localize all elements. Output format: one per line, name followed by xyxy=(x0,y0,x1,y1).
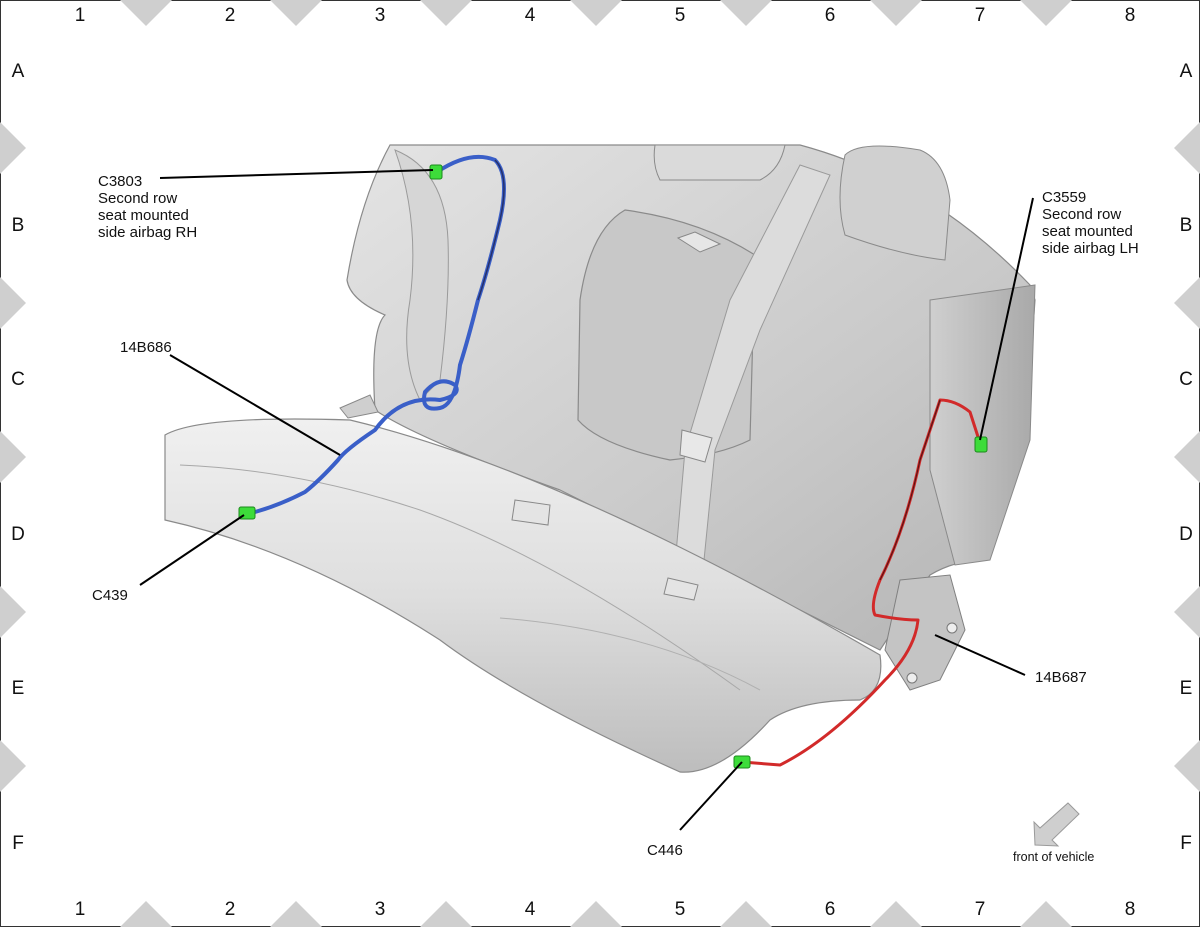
seat-cushion xyxy=(164,418,882,773)
leader-c3559 xyxy=(979,197,1034,441)
belt-buckle xyxy=(679,429,713,463)
grid-col-label: 2 xyxy=(225,5,236,26)
callout-14b686: 14B686 xyxy=(120,339,172,356)
bracket-bolt xyxy=(906,672,918,684)
callout-c439: C439 xyxy=(92,587,128,604)
mounting-bracket xyxy=(884,574,966,691)
headrest-left xyxy=(839,145,951,261)
leader-14b687 xyxy=(934,634,1026,676)
grid-col-label: 4 xyxy=(525,899,536,920)
grid-col-label: 5 xyxy=(675,5,686,26)
leader-c3803 xyxy=(159,169,434,179)
leader-c439 xyxy=(139,514,245,586)
seat-latch-center xyxy=(511,499,551,526)
grid-rows-right: A B C D E F xyxy=(1179,61,1193,854)
pass-through-handle xyxy=(676,231,722,253)
leader-14b686 xyxy=(169,354,341,456)
grid-rows-left: A B C D E F xyxy=(11,61,25,854)
harness-14b686-dark-trace xyxy=(477,159,505,301)
grid-row-label: D xyxy=(1179,524,1193,545)
callout-desc-line: seat mounted xyxy=(98,207,189,224)
grid-row-label: D xyxy=(11,524,25,545)
seat-latch-right xyxy=(663,577,699,601)
callout-c446: C446 xyxy=(647,842,683,859)
callout-code: C3803 xyxy=(98,173,142,190)
cushion-seam-front xyxy=(179,464,741,691)
cushion-seam-mid xyxy=(499,617,761,691)
grid-col-label: 8 xyxy=(1125,5,1136,26)
grid-col-label: 6 xyxy=(825,899,836,920)
grid-col-label: 4 xyxy=(525,5,536,26)
grid-col-label: 3 xyxy=(375,5,386,26)
grid-col-label: 6 xyxy=(825,5,836,26)
grid-col-label: 7 xyxy=(975,899,986,920)
orientation-indicator: front of vehicle xyxy=(1013,802,1094,864)
grid-col-label: 2 xyxy=(225,899,236,920)
leader-lines xyxy=(139,169,1034,831)
arrow-down-left-icon xyxy=(1033,802,1080,847)
connector-c3803-icon xyxy=(429,164,443,180)
grid-row-label: F xyxy=(12,833,24,854)
grid-columns-bottom: 1 2 3 4 5 6 7 8 xyxy=(75,899,1136,920)
callout-14b687: 14B687 xyxy=(1035,669,1087,686)
grid-col-label: 1 xyxy=(75,5,86,26)
callout-desc-line: Second row xyxy=(1042,206,1121,223)
callout-c3559: C3559 Second row seat mounted side airba… xyxy=(1042,189,1139,257)
callout-desc-line: Second row xyxy=(98,190,177,207)
leader-c446 xyxy=(679,761,743,831)
callout-desc-line: side airbag RH xyxy=(98,224,197,241)
grid-col-label: 7 xyxy=(975,5,986,26)
grid-row-label: E xyxy=(1180,678,1193,699)
bracket-bolt xyxy=(946,622,958,634)
headrest-center xyxy=(653,144,786,181)
grid-columns-top: 1 2 3 4 5 6 7 8 xyxy=(75,5,1136,26)
grid-col-label: 3 xyxy=(375,899,386,920)
grid-row-label: B xyxy=(12,215,25,236)
callout-desc-line: seat mounted xyxy=(1042,223,1133,240)
grid-row-label: A xyxy=(12,61,25,82)
grid-col-label: 1 xyxy=(75,899,86,920)
grid-col-label: 8 xyxy=(1125,899,1136,920)
grid-row-label: C xyxy=(11,369,25,390)
orientation-label: front of vehicle xyxy=(1013,850,1094,864)
harness-14b687-dark-trace xyxy=(879,399,941,581)
grid-row-label: B xyxy=(1180,215,1193,236)
callout-c3803: C3803 Second row seat mounted side airba… xyxy=(98,173,197,241)
grid-col-label: 5 xyxy=(675,899,686,920)
grid-row-label: F xyxy=(1180,833,1192,854)
callout-desc-line: side airbag LH xyxy=(1042,240,1139,257)
harness-14b687 xyxy=(740,398,982,767)
rh-hinge-bracket xyxy=(339,394,379,419)
grid-row-label: E xyxy=(12,678,25,699)
harness-14b686 xyxy=(253,154,506,514)
rear-seat-illustration xyxy=(164,144,1036,773)
callout-code: C3559 xyxy=(1042,189,1086,206)
grid-row-label: C xyxy=(1179,369,1193,390)
grid-row-label: A xyxy=(1180,61,1193,82)
